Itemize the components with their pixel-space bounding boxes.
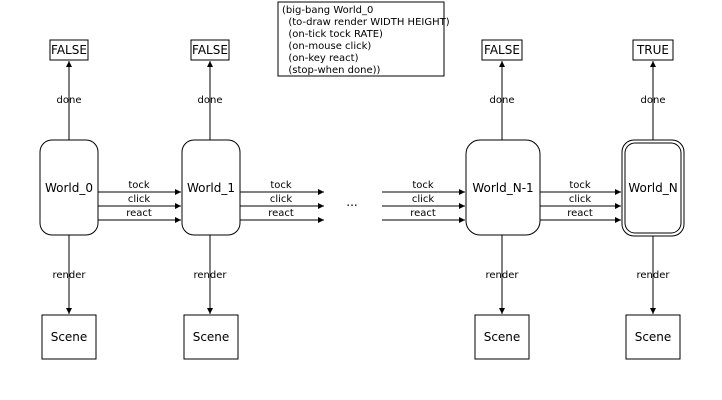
- done-value-box: [481, 39, 523, 61]
- scene-box: [183, 314, 239, 360]
- done-label: done: [198, 95, 223, 106]
- code-line: (big-bang World_0: [282, 5, 373, 16]
- done-value: TRUE: [636, 43, 669, 57]
- scene-label: Scene: [635, 330, 672, 344]
- code-box: (big-bang World_0 (to-draw render WIDTH …: [277, 1, 450, 77]
- click-label: click: [128, 194, 151, 205]
- tock-label: tock: [128, 180, 150, 191]
- code-line: (on-mouse click): [282, 41, 371, 52]
- done-label: done: [641, 95, 666, 106]
- done-label: done: [57, 95, 82, 106]
- render-label: render: [53, 270, 87, 281]
- render-label: render: [194, 270, 228, 281]
- code-line: (on-key react): [282, 53, 359, 64]
- world-node: [465, 139, 541, 236]
- world-label: World_1: [187, 181, 235, 195]
- done-value: FALSE: [51, 43, 87, 57]
- done-value-box: [632, 39, 674, 61]
- world-label: World_0: [45, 181, 93, 195]
- ellipsis: ...: [346, 195, 357, 209]
- transition-0-to-1: tock click react: [98, 180, 181, 223]
- world-node: [624, 142, 682, 234]
- react-label: react: [410, 208, 436, 219]
- tock-label: tock: [270, 180, 292, 191]
- world-column-1: FALSE done World_1 render Scene: [181, 39, 241, 360]
- click-label: click: [412, 194, 435, 205]
- transition-1-to-ellipsis: tock click react: [240, 180, 324, 223]
- done-label: done: [490, 95, 515, 106]
- render-label: render: [486, 270, 520, 281]
- transition-ellipsis-to-n-minus-1: tock click react: [382, 180, 465, 223]
- code-line: (stop-when done)): [282, 65, 381, 76]
- world-node: [181, 139, 241, 236]
- world-column-0: FALSE done World_0 render Scene: [39, 39, 99, 360]
- scene-box: [474, 314, 530, 360]
- scene-label: Scene: [484, 330, 521, 344]
- click-label: click: [270, 194, 293, 205]
- tock-label: tock: [569, 180, 591, 191]
- react-label: react: [268, 208, 294, 219]
- world-label: World_N-1: [472, 181, 533, 195]
- done-value-box: [49, 39, 89, 61]
- tock-label: tock: [412, 180, 434, 191]
- code-line: (to-draw render WIDTH HEIGHT): [282, 17, 450, 28]
- render-label: render: [637, 270, 671, 281]
- done-value: FALSE: [192, 43, 228, 57]
- code-line: (on-tick tock RATE): [282, 29, 383, 40]
- done-value: FALSE: [484, 43, 520, 57]
- scene-label: Scene: [193, 330, 230, 344]
- world-column-n: TRUE done World_N render Scene: [621, 39, 685, 360]
- scene-label: Scene: [51, 330, 88, 344]
- scene-box: [625, 314, 681, 360]
- world-column-n-minus-1: FALSE done World_N-1 render Scene: [465, 39, 541, 360]
- react-label: react: [567, 208, 593, 219]
- react-label: react: [126, 208, 152, 219]
- world-label: World_N: [628, 181, 677, 195]
- done-value-box: [190, 39, 230, 61]
- scene-box: [41, 314, 97, 360]
- transition-n-minus-1-to-n: tock click react: [540, 180, 621, 223]
- click-label: click: [569, 194, 592, 205]
